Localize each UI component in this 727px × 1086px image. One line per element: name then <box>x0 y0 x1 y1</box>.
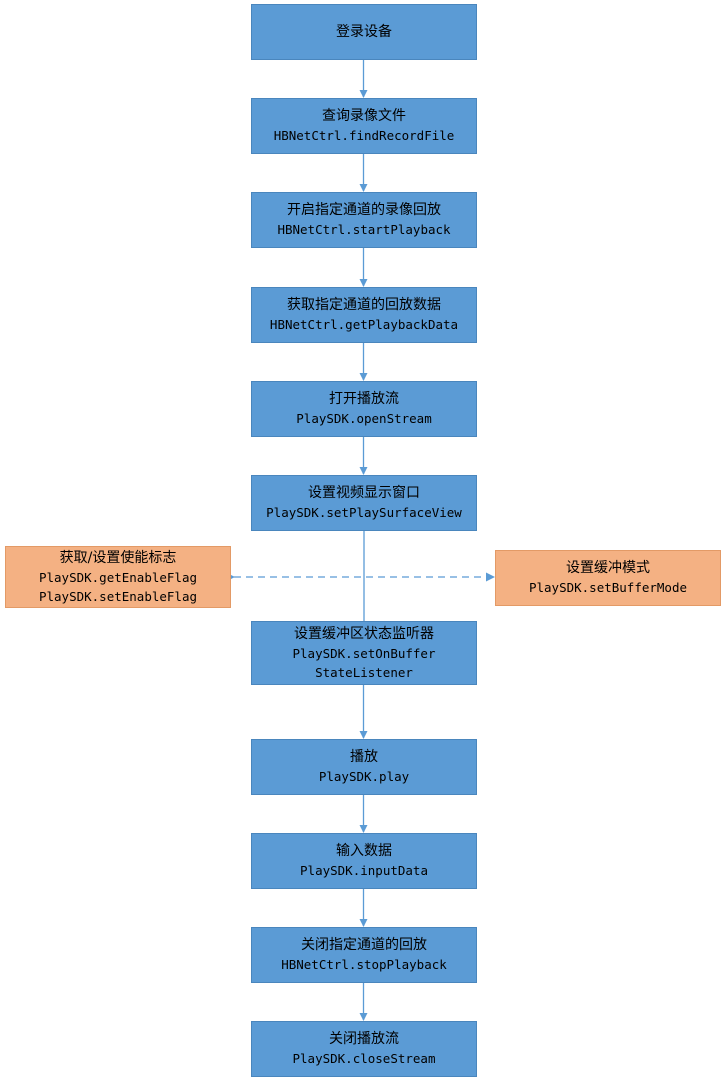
step-code-line: HBNetCtrl.stopPlayback <box>281 957 447 972</box>
side-box-enable-flag: 获取/设置使能标志 PlaySDK.getEnableFlag PlaySDK.… <box>5 546 231 608</box>
step-box-input-data: 输入数据 PlaySDK.inputData <box>251 833 477 889</box>
side-box-enable-flag-line-1: PlaySDK.getEnableFlag <box>38 569 198 585</box>
step-box-start-playback: 开启指定通道的录像回放 HBNetCtrl.startPlayback <box>251 192 477 248</box>
step-code-line: PlaySDK.inputData <box>300 863 428 878</box>
side-box-enable-flag-title: 获取/设置使能标志 <box>59 549 177 566</box>
step-box-find-record-file: 查询录像文件 HBNetCtrl.findRecordFile <box>251 98 477 154</box>
step-title: 设置视频显示窗口 <box>308 485 420 501</box>
step-box-set-play-surface-view: 设置视频显示窗口 PlaySDK.setPlaySurfaceView <box>251 475 477 531</box>
step-title: 播放 <box>350 749 378 765</box>
step-box-open-stream: 打开播放流 PlaySDK.openStream <box>251 381 477 437</box>
step-title: 查询录像文件 <box>322 108 406 124</box>
step-title: 登录设备 <box>336 23 392 40</box>
step-code-line: PlaySDK.closeStream <box>292 1051 436 1066</box>
step-code-line: HBNetCtrl.startPlayback <box>277 222 451 237</box>
side-box-buffer-mode-line-1: PlaySDK.setBufferMode <box>528 580 688 595</box>
step-title: 开启指定通道的录像回放 <box>287 202 441 218</box>
step-box-login-device: 登录设备 <box>251 4 477 60</box>
step-code-line: StateListener <box>315 664 413 680</box>
step-code-line: PlaySDK.setOnBuffer <box>292 645 436 661</box>
step-code-line: PlaySDK.play <box>318 769 410 784</box>
step-code-line: PlaySDK.setPlaySurfaceView <box>266 505 462 520</box>
side-box-enable-flag-line-2: PlaySDK.setEnableFlag <box>38 588 198 604</box>
step-box-close-stream: 关闭播放流 PlaySDK.closeStream <box>251 1021 477 1077</box>
step-title: 关闭播放流 <box>329 1031 399 1047</box>
side-box-buffer-mode: 设置缓冲模式 PlaySDK.setBufferMode <box>495 550 721 606</box>
step-box-stop-playback: 关闭指定通道的回放 HBNetCtrl.stopPlayback <box>251 927 477 983</box>
step-code-line: HBNetCtrl.getPlaybackData <box>269 317 459 332</box>
step-title: 输入数据 <box>336 843 392 859</box>
step-box-play: 播放 PlaySDK.play <box>251 739 477 795</box>
step-box-get-playback-data: 获取指定通道的回放数据 HBNetCtrl.getPlaybackData <box>251 287 477 343</box>
step-title: 打开播放流 <box>329 391 399 407</box>
step-title: 获取指定通道的回放数据 <box>287 297 441 313</box>
step-code-line: PlaySDK.openStream <box>296 411 432 426</box>
step-title: 关闭指定通道的回放 <box>301 937 427 953</box>
step-code-line: HBNetCtrl.findRecordFile <box>273 128 455 143</box>
side-box-buffer-mode-title: 设置缓冲模式 <box>566 560 650 576</box>
step-title: 设置缓冲区状态监听器 <box>294 625 434 642</box>
